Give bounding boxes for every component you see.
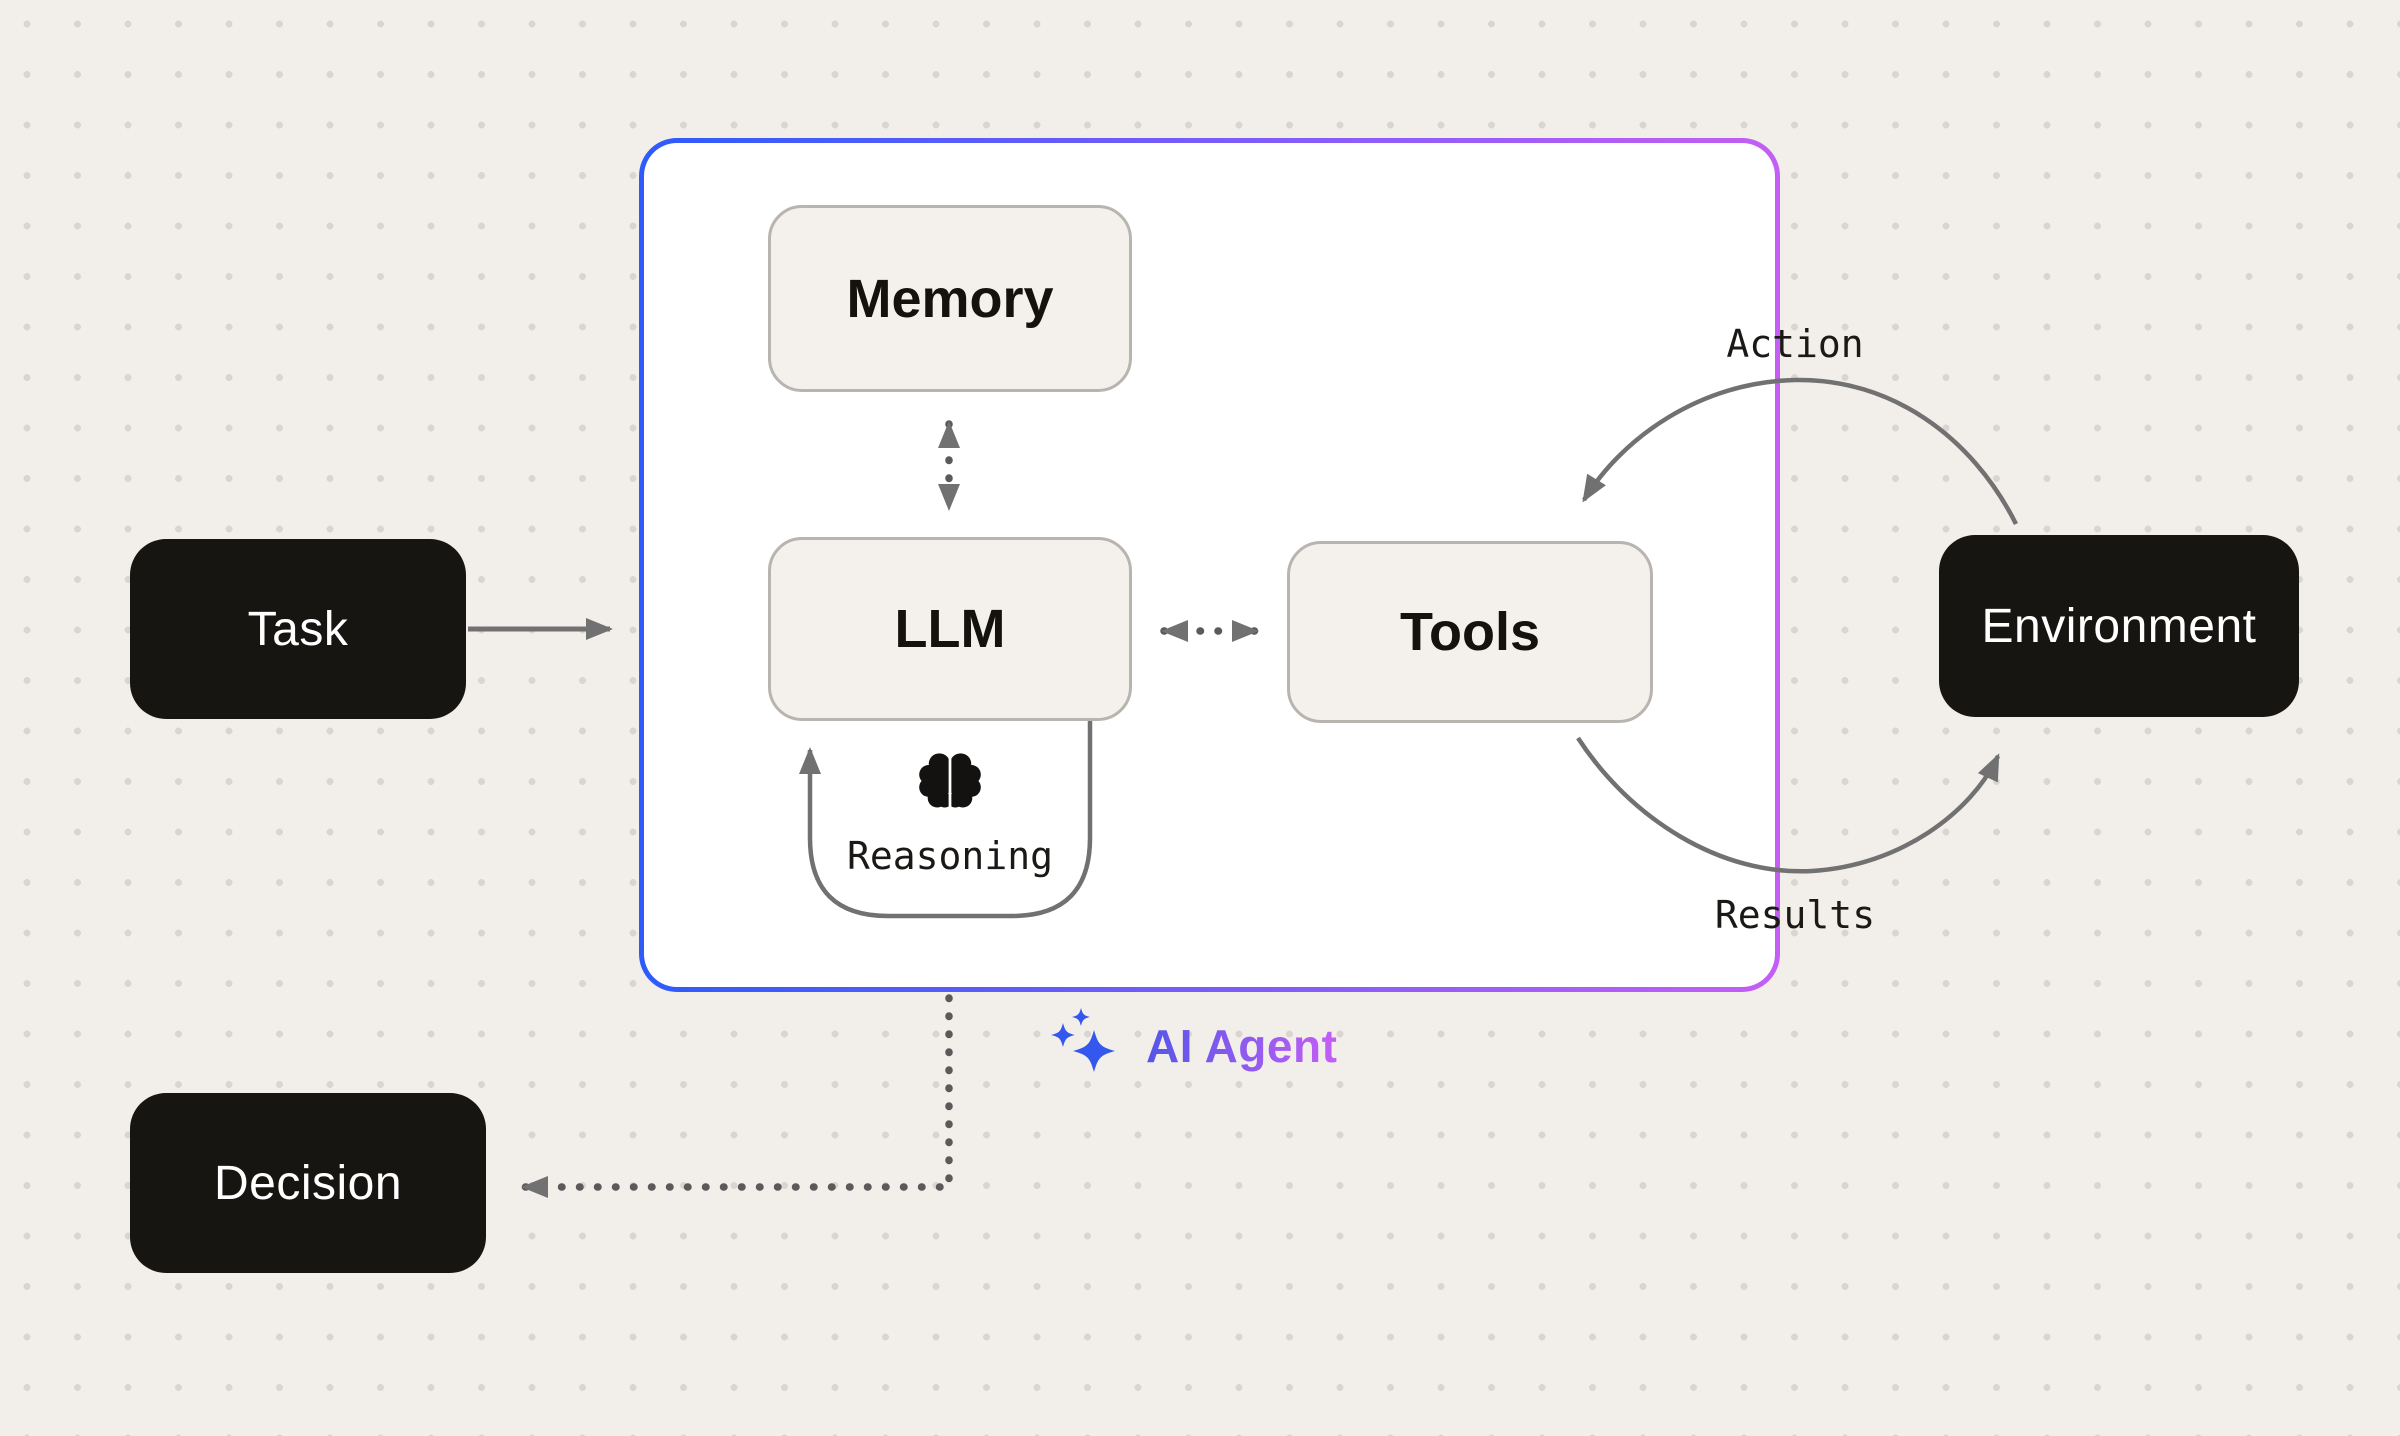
environment-label: Environment [1981, 599, 2257, 653]
task-label: Task [247, 602, 349, 656]
results-label: Results [1714, 893, 1876, 937]
brain-icon [916, 750, 984, 814]
node-decision: Decision [130, 1093, 486, 1273]
edge-tools-to-environment-arc [1576, 736, 2001, 874]
edge-llm-reasoning-loop [799, 721, 1093, 919]
node-llm: LLM [768, 537, 1132, 721]
llm-label: LLM [894, 599, 1006, 659]
sparkles-icon [1051, 1008, 1115, 1072]
memory-label: Memory [846, 268, 1054, 329]
node-memory: Memory [768, 205, 1132, 392]
node-environment: Environment [1939, 535, 2299, 717]
edge-environment-to-tools-arc [1582, 377, 2019, 526]
action-label: Action [1726, 322, 1864, 366]
ai-agent-caption: AI Agent [1046, 1004, 1337, 1088]
node-task: Task [130, 539, 466, 719]
reasoning-label: Reasoning [847, 834, 1053, 878]
edge-agent-to-decision [520, 994, 953, 1198]
ai-agent-label: AI Agent [1146, 1020, 1338, 1072]
decision-label: Decision [213, 1156, 403, 1210]
tools-label: Tools [1400, 602, 1540, 662]
node-tools: Tools [1287, 541, 1653, 723]
